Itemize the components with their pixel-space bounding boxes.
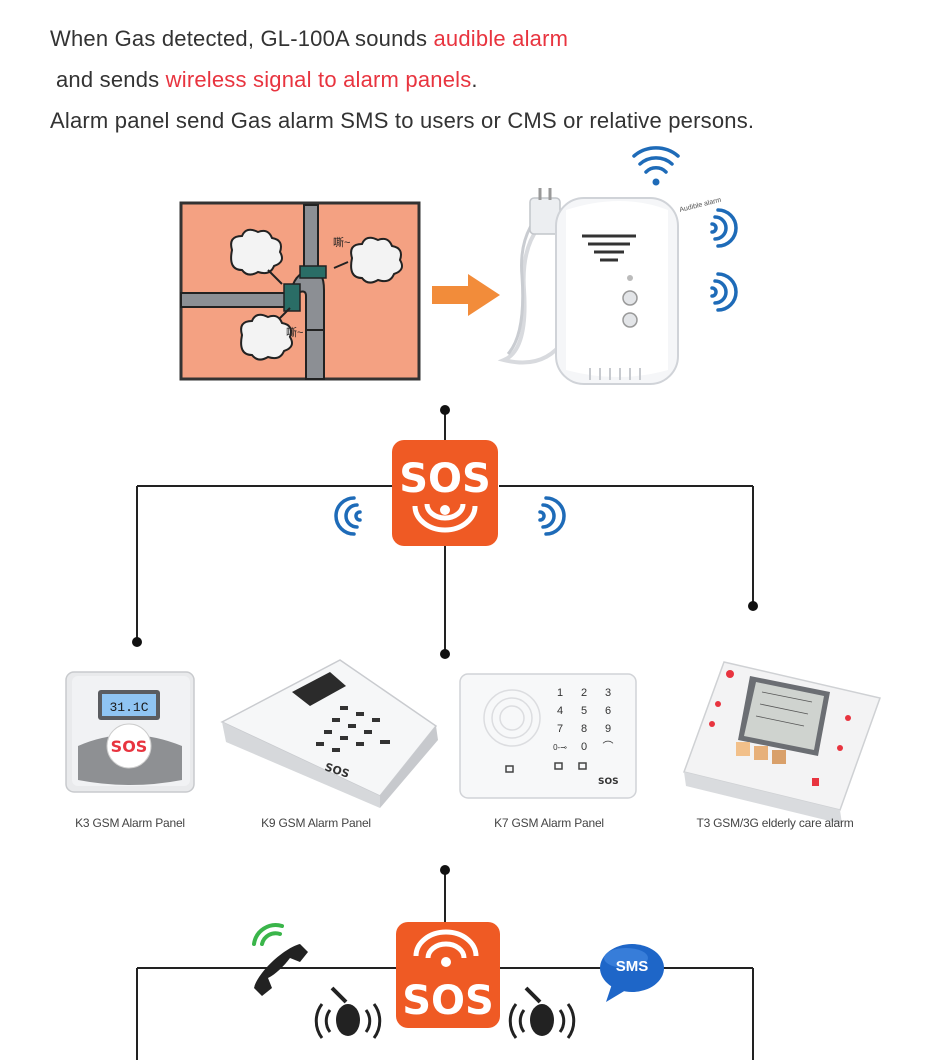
hiss-label-2: 嘶~: [286, 326, 303, 339]
node-dot: [132, 637, 142, 647]
intro-line-2: and sends wireless signal to alarm panel…: [50, 59, 910, 100]
audible-alarm-label: Audible alarm: [679, 197, 722, 214]
k7-key: 1: [557, 687, 563, 699]
detector-wifi-icon: [632, 146, 680, 186]
sos-badge-top: SOS: [392, 440, 498, 546]
k7-sos-logo: SOS: [598, 777, 619, 787]
intro-line-2-suffix: .: [471, 67, 478, 92]
node-dot: [440, 405, 450, 415]
k3-panel-image: 31.1C SOS: [65, 671, 195, 793]
k7-key: 6: [605, 705, 611, 717]
k7-key: 0: [581, 741, 587, 753]
k7-caption: K7 GSM Alarm Panel: [494, 816, 604, 830]
audible-alarm-highlight: audible alarm: [433, 26, 569, 51]
k7-key: ⌒: [603, 740, 614, 753]
k7-key: 3: [605, 687, 611, 699]
sos-badge-bottom-label: SOS: [402, 978, 494, 1024]
audible-wave-icon-2: [710, 272, 738, 312]
flow-arrow: [432, 274, 500, 316]
k9-panel-image: SOS: [220, 659, 438, 808]
k3-sos-logo: SOS: [111, 737, 148, 756]
signal-wave-right-icon: [538, 496, 566, 536]
t3-panel-image: [683, 661, 881, 824]
intro-line-1-text: When Gas detected, GL-100A sounds: [50, 26, 434, 51]
k7-key: 7: [557, 723, 563, 735]
sos-badge-top-label: SOS: [399, 456, 491, 502]
radio-alarm-icon-left: [314, 986, 382, 1039]
gas-detector-device: Audible alarm: [497, 188, 722, 385]
radio-alarm-icon-right: [508, 986, 576, 1039]
k7-key: 0-⊸: [553, 743, 567, 752]
k7-key: 5: [581, 705, 587, 717]
phone-call-icon: [252, 923, 308, 996]
node-dot: [748, 601, 758, 611]
k7-keypad: 1 2 3 4 5 6 7 8 9 0-⊸ 0 ⌒: [553, 687, 613, 753]
k9-caption: K9 GSM Alarm Panel: [261, 816, 371, 830]
wireless-signal-highlight: wireless signal to alarm panels: [165, 67, 472, 92]
sms-bubble-icon: [600, 944, 664, 1002]
audible-wave-icon-1: [710, 208, 738, 248]
hiss-label-1: 嘶~: [333, 236, 350, 249]
k3-caption: K3 GSM Alarm Panel: [75, 816, 185, 830]
t3-caption: T3 GSM/3G elderly care alarm: [696, 816, 854, 830]
k7-key: 8: [581, 723, 587, 735]
k7-key: 9: [605, 723, 611, 735]
intro-text: When Gas detected, GL-100A sounds audibl…: [50, 18, 910, 141]
sos-badge-bottom: SOS: [396, 922, 500, 1028]
connector-tree-top: [136, 410, 754, 654]
node-dot: [440, 649, 450, 659]
intro-line-2-text: and sends: [56, 67, 166, 92]
node-dot: [440, 865, 450, 875]
k7-key: 4: [557, 705, 563, 717]
intro-line-3: Alarm panel send Gas alarm SMS to users …: [50, 108, 755, 133]
k3-display-value: 31.1C: [109, 700, 148, 715]
k7-key: 2: [581, 687, 587, 699]
signal-wave-left-icon: [334, 496, 362, 536]
k7-panel-image: 1 2 3 4 5 6 7 8 9 0-⊸ 0 ⌒ SOS: [459, 673, 637, 799]
sms-label: SMS: [615, 958, 649, 975]
gas-leak-illustration: 嘶~ 嘶~: [179, 201, 421, 381]
intro-line-1: When Gas detected, GL-100A sounds audibl…: [50, 18, 910, 59]
